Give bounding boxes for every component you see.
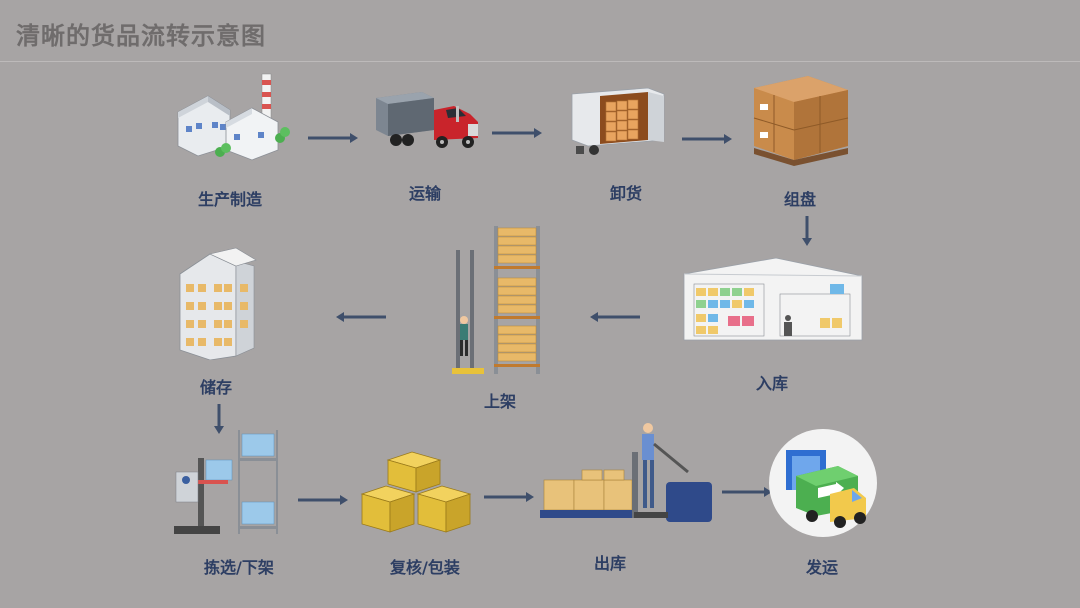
picker-lift-icon: [174, 430, 278, 534]
arrow-left-icon: [336, 312, 386, 322]
step-label: 发运: [806, 558, 839, 577]
step-shipping: [766, 428, 880, 538]
step-inbound: [680, 254, 866, 348]
arrow-down-icon: [214, 404, 224, 434]
truck-icon: [376, 92, 478, 148]
unloading-trailer-icon: [571, 87, 665, 155]
arrow-right-icon: [492, 128, 542, 138]
arrow-down-icon: [802, 216, 812, 246]
step-palletizing: [748, 68, 854, 168]
step-label: 卸货: [610, 184, 643, 203]
step-label: 储存: [200, 378, 233, 397]
page-title: 清晰的货品流转示意图: [16, 22, 266, 50]
step-label: 出库: [594, 554, 627, 573]
arrow-right-icon: [682, 134, 732, 144]
arrow-right-icon: [308, 133, 358, 143]
pallet-boxes-icon: [753, 76, 849, 166]
step-label: 复核/包装: [390, 558, 460, 577]
arrow-right-icon: [722, 487, 772, 497]
step-label: 运输: [409, 184, 442, 203]
step-shelving: [448, 222, 544, 378]
step-picking: [172, 428, 282, 538]
step-outbound: [536, 422, 716, 530]
factory-icon: [177, 73, 290, 161]
step-transport: [372, 88, 484, 154]
storage-building-icon: [179, 247, 257, 360]
packed-boxes-icon: [360, 451, 472, 533]
warehouse-icon: [683, 257, 863, 341]
arrow-right-icon: [484, 492, 534, 502]
forklift-rack-icon: [452, 226, 540, 374]
pallet-jack-icon: [540, 423, 712, 522]
arrow-left-icon: [590, 312, 640, 322]
step-unloading: [566, 84, 670, 160]
step-label: 拣选/下架: [204, 558, 274, 577]
step-manufacturing: [168, 66, 298, 162]
arrow-right-icon: [298, 495, 348, 505]
header: 清晰的货品流转示意图: [0, 0, 1080, 62]
step-label: 上架: [484, 392, 517, 411]
step-label: 生产制造: [198, 190, 263, 209]
step-label: 入库: [756, 374, 789, 393]
step-storage: [174, 244, 262, 360]
step-review-packing: [360, 448, 472, 538]
step-label: 组盘: [784, 190, 817, 209]
delivery-van-icon: [769, 429, 877, 537]
